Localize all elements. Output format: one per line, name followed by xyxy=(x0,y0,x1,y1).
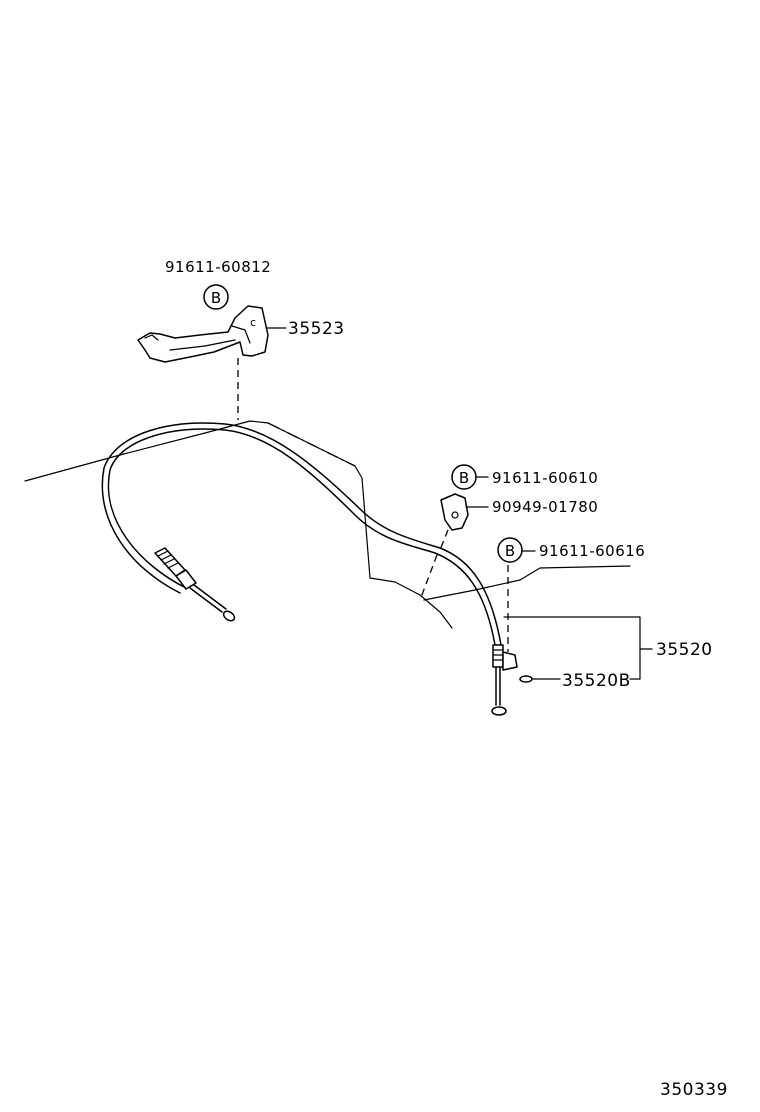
cable-end-left xyxy=(154,547,236,622)
marker-b-bracket: B xyxy=(203,284,229,310)
clamp-part xyxy=(440,493,469,531)
label-clamp: 90949-01780 xyxy=(492,498,598,516)
marker-b-clamp: B xyxy=(451,464,477,490)
marker-b-clamp-label: B xyxy=(459,469,469,487)
body-panel-outline xyxy=(24,420,631,629)
label-bracket: 35523 xyxy=(288,319,345,339)
marker-b-cable-label: B xyxy=(505,542,515,560)
release-cable xyxy=(101,422,502,646)
bracket-part: c xyxy=(137,305,269,363)
assembly-lines xyxy=(237,358,509,652)
marker-b-bracket-label: B xyxy=(211,289,221,307)
label-cable-bolt: 91611-60616 xyxy=(539,542,645,560)
label-bracket-bolt: 91611-60812 xyxy=(165,258,271,276)
marker-b-cable: B xyxy=(497,537,523,563)
leader-lines xyxy=(265,327,653,680)
label-clamp-bolt: 91611-60610 xyxy=(492,469,598,487)
cable-clip-part xyxy=(519,675,533,683)
cable-end-right xyxy=(491,644,518,716)
svg-text:c: c xyxy=(250,316,256,329)
label-cable-clip: 35520B xyxy=(562,671,631,691)
diagram-id: 350339 xyxy=(660,1080,728,1100)
label-cable-assy: 35520 xyxy=(656,640,713,660)
